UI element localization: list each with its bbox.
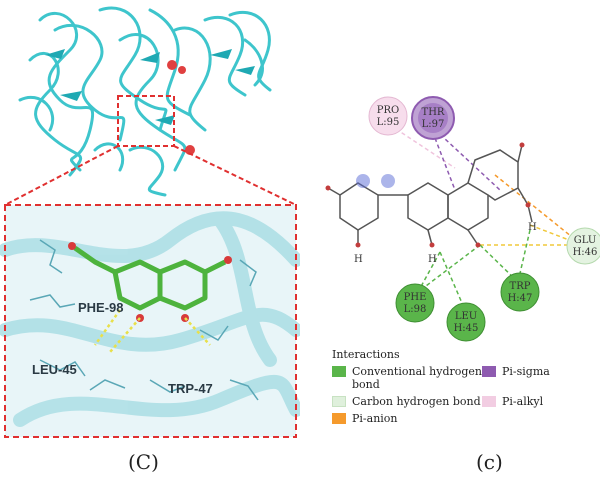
zoom-ribbon (0, 211, 303, 427)
svg-text:L:95: L:95 (377, 117, 400, 128)
residue-trp-h47: TRP H:47 (500, 272, 540, 312)
residue-leu-h45: LEU H:45 (446, 302, 486, 342)
svg-text:H:45: H:45 (454, 323, 479, 334)
ligand-markers (167, 60, 195, 155)
aromatic-highlights (356, 174, 395, 188)
svg-text:PHE: PHE (404, 292, 427, 303)
h-atom-label-1: H (354, 254, 363, 265)
legend-swatch (332, 413, 346, 424)
zoom-source-box (117, 95, 175, 147)
svg-text:PRO: PRO (377, 105, 399, 116)
interaction-legend: Interactions Conventional hydrogen bond … (332, 348, 592, 425)
zoom-line-left (4, 145, 119, 206)
legend-label: Pi-alkyl (502, 395, 544, 408)
legend-swatch (482, 366, 496, 377)
panel-label-right: (c) (476, 450, 503, 474)
legend-item-carbon-hbond: Carbon hydrogen bond (332, 395, 482, 408)
zoom-box-frame (4, 204, 297, 438)
zoom-sticks (29, 239, 259, 401)
residue-label-phe98: PHE-98 (78, 300, 124, 315)
legend-label: Conventional hydrogen bond (352, 365, 483, 391)
zoom-line-right (173, 145, 297, 206)
hbond-dashes (93, 309, 211, 353)
legend-item-pi-alkyl: Pi-alkyl (482, 395, 582, 408)
atoms (325, 142, 531, 248)
right-panel: H H H PRO L:95 THR L:97 GLU H:46 TRP H:4… (300, 0, 600, 478)
legend-title: Interactions (332, 348, 400, 361)
pi-anion-line (494, 174, 583, 246)
left-panel: PHE-98 LEU-45 TRP-47 (C) (0, 0, 303, 478)
interaction-diagram: H H H PRO L:95 THR L:97 GLU H:46 TRP H:4… (325, 96, 600, 342)
residue-label-leu45: LEU-45 (32, 362, 77, 377)
ring-d (467, 149, 519, 201)
panel-label-left: (C) (128, 450, 159, 474)
legend-label: Pi-anion (352, 412, 398, 425)
legend-swatch (482, 396, 496, 407)
residue-pro-l95: PRO L:95 (368, 96, 408, 136)
svg-text:TRP: TRP (510, 281, 531, 292)
svg-text:H:46: H:46 (573, 247, 598, 258)
legend-item-pi-anion: Pi-anion (332, 412, 482, 425)
ligand-sticks (73, 245, 227, 311)
h-atom-label-3: H (528, 222, 537, 233)
beta-sheets (45, 49, 255, 125)
legend-swatch (332, 366, 346, 377)
svg-text:H:47: H:47 (508, 293, 533, 304)
pi-sigma-line-1 (429, 124, 456, 191)
svg-text:GLU: GLU (574, 235, 597, 246)
h-atom-label-2: H (428, 254, 437, 265)
ring-b (407, 182, 449, 231)
ring-a (339, 182, 379, 231)
legend-label: Carbon hydrogen bond (352, 395, 481, 408)
protein-ribbon (18, 6, 272, 197)
residue-phe-l98: PHE L:98 (395, 283, 435, 323)
legend-swatch (332, 396, 346, 407)
residue-thr-l97: THR L:97 (411, 96, 455, 140)
svg-text:THR: THR (422, 107, 445, 118)
carbon-hbond-line-2 (529, 224, 583, 246)
hbond-line-3 (417, 244, 481, 293)
ring-c (447, 182, 489, 231)
svg-text:L:97: L:97 (422, 119, 445, 130)
legend-label: Pi-sigma (502, 365, 550, 378)
legend-item-conventional-hbond: Conventional hydrogen bond (332, 365, 482, 391)
legend-item-pi-sigma: Pi-sigma (482, 365, 582, 391)
molecule-skeleton (327, 144, 533, 246)
svg-text:LEU: LEU (455, 311, 477, 322)
protein-structure-figure: PHE-98 LEU-45 TRP-47 (0, 6, 303, 438)
residue-glu-h46: GLU H:46 (566, 227, 600, 265)
residue-label-trp47: TRP-47 (168, 381, 213, 396)
svg-text:L:98: L:98 (404, 304, 427, 315)
interaction-lines (389, 124, 583, 311)
hbond-line-2 (439, 251, 466, 311)
